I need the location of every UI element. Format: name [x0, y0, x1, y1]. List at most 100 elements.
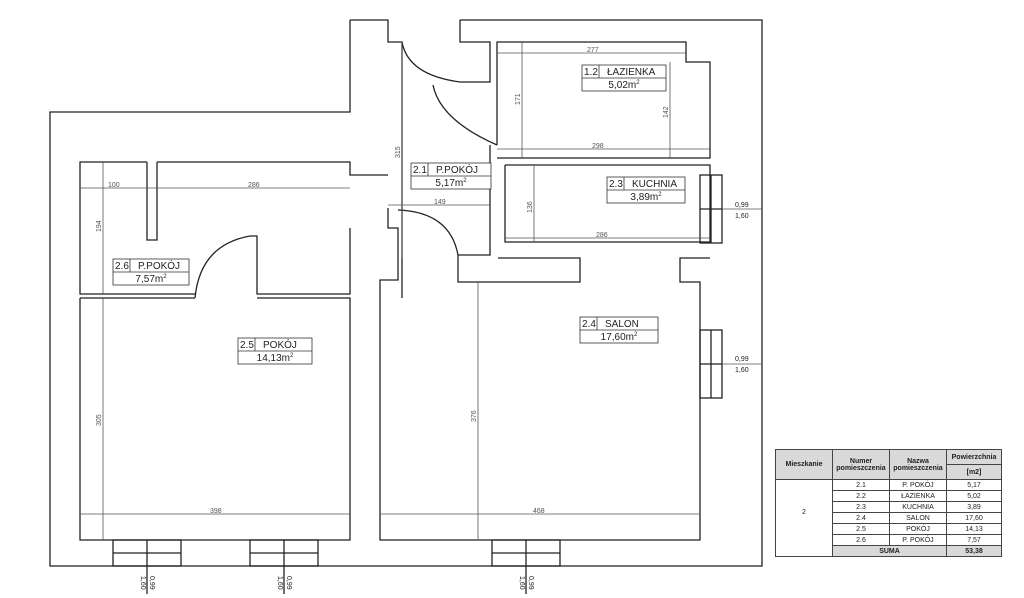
door-arc: [401, 41, 461, 83]
room-name-cell: ŁAZIENKA: [889, 490, 947, 502]
room-area-cell: 14,13: [946, 523, 1002, 535]
room-number: 2.1: [413, 165, 427, 176]
room-name: P.POKÓJ: [436, 163, 478, 176]
room-name: P.POKÓJ: [138, 259, 180, 272]
dimension-label: 398: [210, 508, 222, 515]
room-number-cell: 2.6: [832, 534, 890, 546]
dimension-label: 468: [533, 508, 545, 515]
wall: [79, 161, 195, 295]
dimension-label: 149: [434, 199, 446, 206]
room-name: ŁAZIENKA: [607, 67, 656, 78]
apartment-number: 2: [775, 479, 833, 546]
header-area: Powierzchnia: [946, 449, 1002, 465]
room-name: KUCHNIA: [632, 179, 677, 190]
window-height: 1,60: [518, 576, 525, 590]
room-number: 2.3: [609, 179, 623, 190]
room-area: 17,60m2: [601, 332, 638, 343]
room-label: 2.3 KUCHNIA 3,89m2: [606, 176, 686, 204]
dimension-label: 194: [96, 220, 103, 232]
dimension-label: 142: [663, 106, 670, 118]
room-label: 2.6 P.POKÓJ 7,57m2: [112, 258, 190, 286]
dimension-label: 277: [587, 47, 599, 54]
room-number-cell: 2.2: [832, 490, 890, 502]
dimension-label: 298: [592, 143, 604, 150]
room-area-cell: 7,57: [946, 534, 1002, 546]
room-label: 2.4 SALON 17,60m2: [579, 316, 659, 344]
room-label: 1.2 ŁAZIENKA 5,02m2: [581, 64, 667, 92]
window-height: 1,60: [735, 213, 749, 220]
header-room-name: Nazwa pomieszczenia: [889, 449, 947, 480]
header-unit: [m2]: [946, 464, 1002, 480]
room-number: 2.5: [240, 340, 254, 351]
room-area-cell: 5,02: [946, 490, 1002, 502]
dimension-label: 315: [395, 146, 402, 158]
wall: [157, 161, 388, 176]
room-name-cell: SALON: [889, 512, 947, 524]
sum-value: 53,38: [946, 545, 1002, 557]
wall: [496, 41, 711, 159]
room-area: 7,57m2: [135, 274, 167, 285]
sum-label: SUMA: [832, 545, 947, 557]
room-area: 3,89m2: [630, 192, 662, 203]
room-number-cell: 2.1: [832, 479, 890, 491]
dimension-label: 136: [527, 201, 534, 213]
window-width: 0,99: [527, 576, 534, 590]
dimension-label: 376: [471, 410, 478, 422]
wall: [457, 145, 581, 283]
dimension-label: 286: [248, 182, 260, 189]
room-number: 2.6: [115, 261, 129, 272]
header-room-number: Numer pomieszczenia: [832, 449, 890, 480]
room-number: 2.4: [582, 319, 596, 330]
window: [699, 174, 762, 244]
door-arc: [194, 235, 251, 299]
wall: [79, 297, 351, 541]
room-number-cell: 2.4: [832, 512, 890, 524]
window-width: 0,99: [735, 356, 749, 363]
dimension-label: 100: [108, 182, 120, 189]
room-name-cell: P. POKÓJ: [889, 479, 947, 491]
room-label: 2.1 P.POKÓJ 5,17m2: [410, 162, 492, 190]
wall: [250, 228, 351, 295]
room-area: 14,13m2: [257, 353, 294, 364]
door-arc: [432, 84, 498, 146]
wall: [504, 164, 711, 243]
window: [249, 539, 319, 594]
room-area: 5,17m2: [435, 178, 467, 189]
outer-wall: [350, 19, 403, 298]
window-width: 0,99: [148, 576, 155, 590]
room-name: SALON: [605, 319, 639, 330]
dimension-lines: [80, 42, 710, 540]
room-name-cell: KUCHNIA: [889, 501, 947, 513]
area-summary-table: Mieszkanie Numer pomieszczenia Nazwa pom…: [775, 449, 1002, 557]
wall: [459, 20, 491, 83]
header-apartment: Mieszkanie: [775, 449, 833, 480]
room-area-cell: 3,89: [946, 501, 1002, 513]
room-number-cell: 2.3: [832, 501, 890, 513]
room-number-cell: 2.5: [832, 523, 890, 535]
room-area: 5,02m2: [608, 80, 640, 91]
window-width: 0,99: [735, 202, 749, 209]
room-name-cell: P. POKÓJ: [889, 534, 947, 546]
dimension-label: 305: [96, 414, 103, 426]
room-area-cell: 5,17: [946, 479, 1002, 491]
room-name-cell: POKÓJ: [889, 523, 947, 535]
window-height: 1,60: [276, 576, 283, 590]
room-number: 1.2: [584, 67, 598, 78]
outer-wall: [49, 19, 763, 567]
room-area-cell: 17,60: [946, 512, 1002, 524]
room-name: POKÓJ: [263, 338, 297, 351]
window-width: 0,99: [285, 576, 292, 590]
window-height: 1,60: [735, 367, 749, 374]
wall: [146, 162, 158, 241]
door-arc: [397, 209, 459, 256]
window: [491, 539, 561, 594]
wall: [379, 208, 710, 541]
dimension-label: 171: [515, 93, 522, 105]
window: [699, 329, 762, 399]
window: [112, 539, 182, 594]
